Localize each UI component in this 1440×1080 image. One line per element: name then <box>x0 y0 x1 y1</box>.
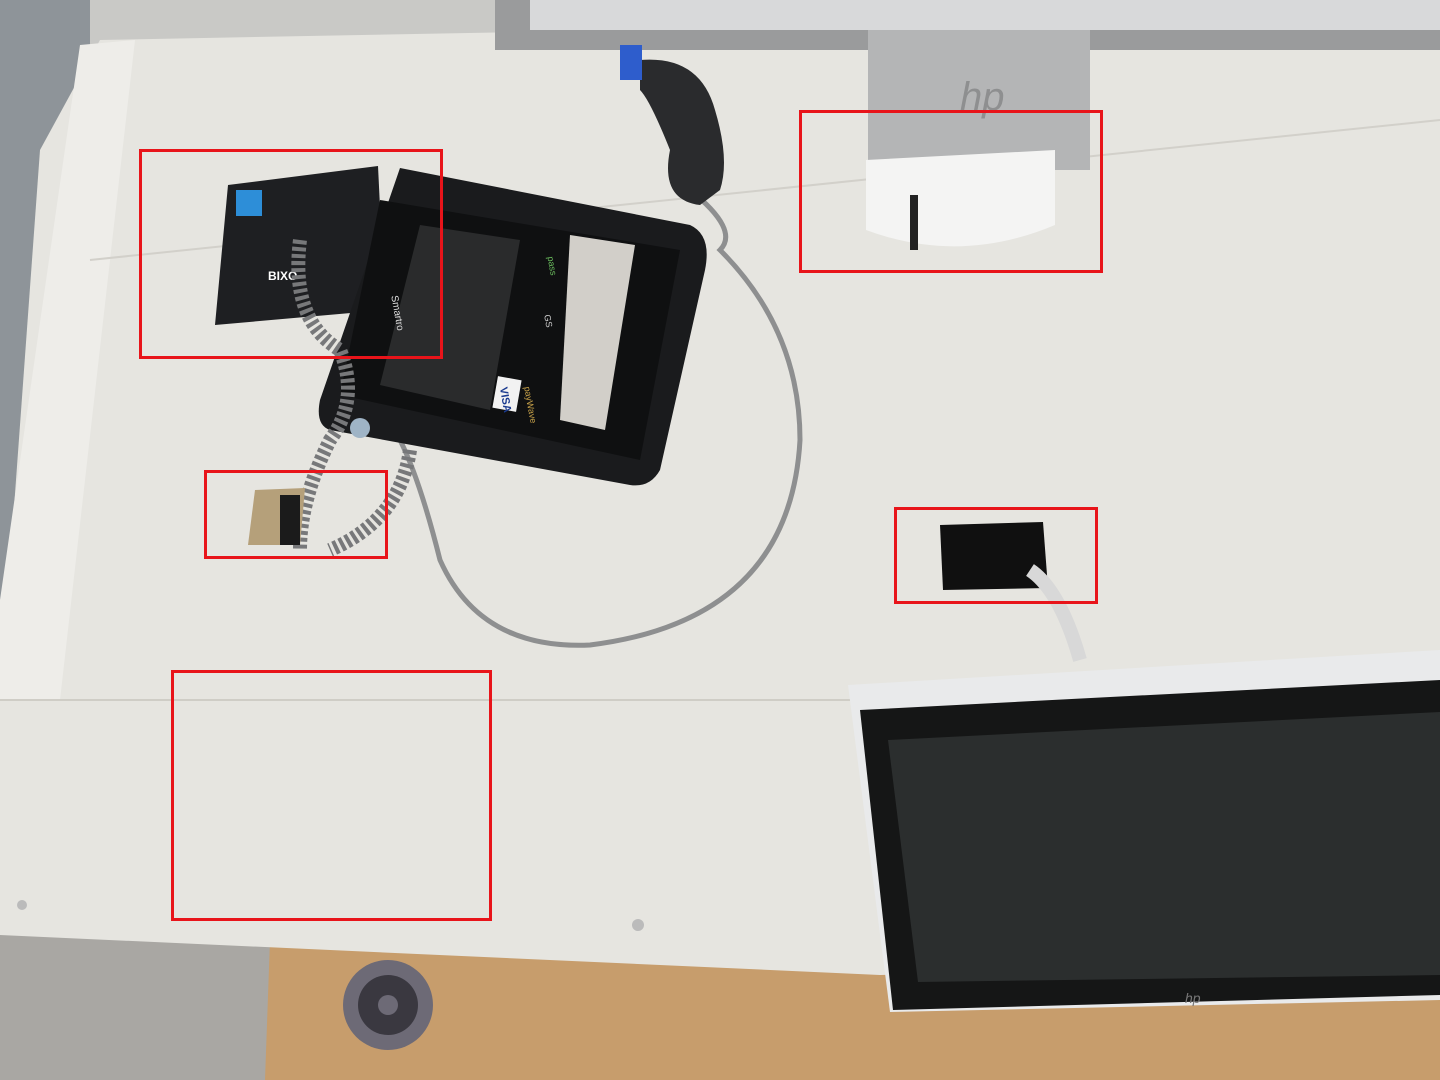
svg-text:GS: GS <box>542 314 554 329</box>
svg-text:BIXO: BIXO <box>268 269 297 283</box>
scanner-handle <box>640 59 724 206</box>
svg-text:pass: pass <box>546 256 559 277</box>
cable-grommet <box>343 960 433 1050</box>
svg-text:hp: hp <box>1185 990 1201 1006</box>
customer-display: hp <box>848 650 1440 1012</box>
svg-text:VISA: VISA <box>497 386 513 413</box>
annotation-box-stand <box>799 110 1103 273</box>
annotation-box-printer <box>139 149 443 359</box>
annotation-box-hole-right <box>894 507 1098 604</box>
cable-hole-right <box>940 522 1048 590</box>
desk-edge <box>0 40 135 700</box>
payment-terminal: VISA payWave pass GS Smartro <box>318 168 707 486</box>
annotation-box-empty-desk <box>171 670 492 921</box>
monitor-stand: hp <box>866 30 1090 250</box>
annotation-box-hole-left <box>204 470 388 559</box>
